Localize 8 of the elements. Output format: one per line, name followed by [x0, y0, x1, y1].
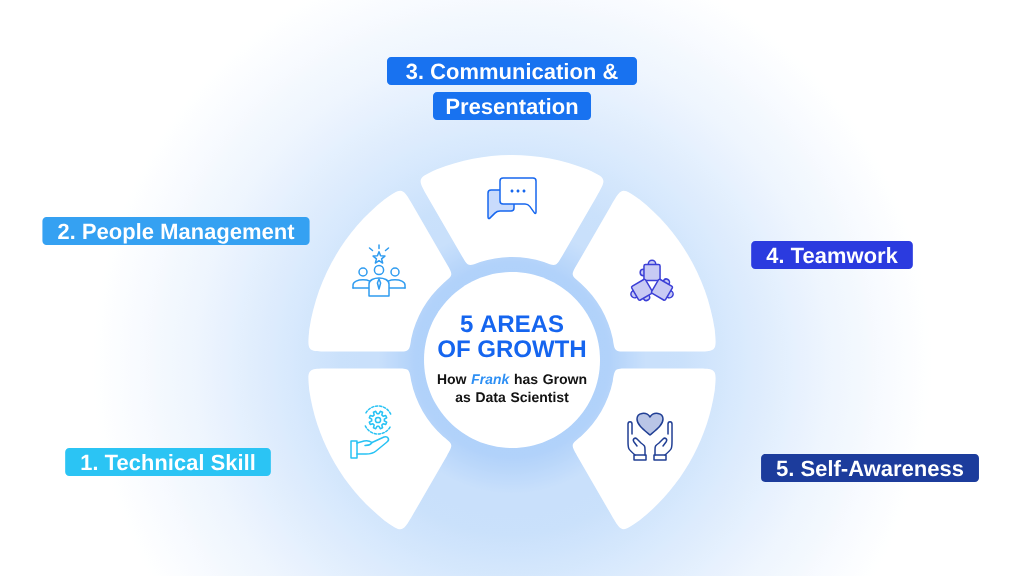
heading: 5 AREAS OF GROWTH: [438, 315, 586, 358]
center-circle: [424, 272, 600, 448]
area-label: 5. Self-Awareness: [761, 454, 979, 482]
area-label: 2. People Management: [42, 217, 310, 245]
subtitle: How Frank has Grown as Data Scientist: [437, 373, 587, 403]
area-label: 4. Teamwork: [751, 241, 913, 269]
area-label: 3. Communication & Presentation: [387, 57, 637, 120]
area-label: 1. Technical Skill: [65, 448, 271, 476]
